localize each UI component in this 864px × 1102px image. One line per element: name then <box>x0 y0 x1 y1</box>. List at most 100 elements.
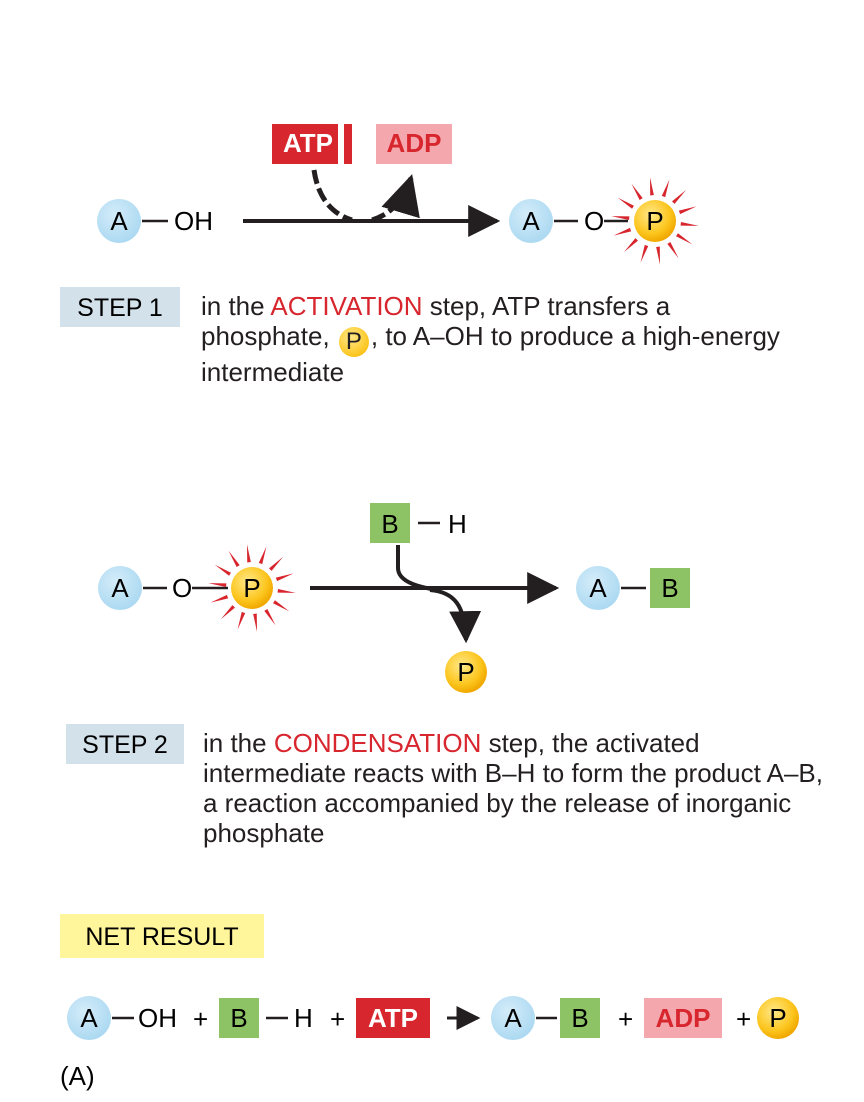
step2-product-a-label: A <box>589 573 607 603</box>
step2-bh-b-label: B <box>381 509 398 539</box>
energy-ray <box>667 241 679 259</box>
step1-atp-curve <box>311 169 353 223</box>
step2-badge-label: STEP 2 <box>82 731 168 759</box>
net-atp-label: ATP <box>368 1003 418 1033</box>
step2-phosphate-circle <box>231 567 273 609</box>
step2-released-phosphate-label: P <box>457 657 474 687</box>
step1-product-a-label: A <box>522 206 540 236</box>
step2-product-a-circle <box>576 566 620 610</box>
net-atp-box <box>356 998 430 1038</box>
step2-bh-b-square <box>370 503 410 543</box>
net-plus3: + <box>618 1004 633 1034</box>
panel-label: (A) <box>60 1061 95 1091</box>
net-b1-label: B <box>230 1003 247 1033</box>
step1-text-after2: , to A–OH to produce a high-energy inter… <box>201 321 780 387</box>
energy-ray <box>214 564 231 576</box>
step1-text-before: in the <box>201 291 271 321</box>
step1-phosphate-circle <box>634 200 676 242</box>
step2-text-before: in the <box>203 728 274 758</box>
net-h-label: H <box>294 1003 313 1033</box>
step2-product-b-square <box>650 568 690 608</box>
net-phosphate-label: P <box>769 1003 786 1033</box>
energy-ray <box>228 550 240 568</box>
energy-ray <box>208 583 227 587</box>
step1-adp-curve <box>371 174 420 223</box>
step1-phosphate-label: P <box>646 206 663 236</box>
energy-ray <box>269 556 284 571</box>
net-b2-label: B <box>571 1003 588 1033</box>
net-plus2: + <box>330 1004 345 1034</box>
step2-text-after: step, the activated intermediate reacts … <box>203 728 823 848</box>
net-phosphate-circle <box>757 997 799 1039</box>
energy-ray <box>623 238 638 253</box>
net-adp-label: ADP <box>656 1003 711 1033</box>
step1-text-after1: step, ATP transfers a phosphate, <box>201 291 671 351</box>
step1-product-o-label: O <box>584 206 604 236</box>
step2-reaction: B H A O P A B P <box>98 503 690 693</box>
energy-ray <box>631 183 643 201</box>
net-oh-label: OH <box>138 1003 177 1033</box>
energy-ray <box>656 246 661 265</box>
net-plus1: + <box>193 1004 208 1034</box>
energy-ray <box>246 544 251 563</box>
energy-ray <box>253 613 258 632</box>
step1-adp-label: ADP <box>387 128 442 158</box>
net-b1-square <box>219 998 259 1038</box>
energy-ray <box>258 546 267 565</box>
energy-ray <box>640 244 649 263</box>
energy-ray <box>661 179 670 198</box>
step2-badge <box>66 724 184 764</box>
step2-product-b-label: B <box>661 573 678 603</box>
energy-ray <box>264 608 276 626</box>
step1-a-label: A <box>110 206 128 236</box>
net-adp-box <box>644 998 722 1038</box>
step1-atp-box: ATP <box>272 124 352 164</box>
step2-a-circle <box>98 566 142 610</box>
energy-ray <box>220 605 235 620</box>
step1-a-circle <box>97 199 141 243</box>
inline-phosphate-icon: P <box>338 327 369 357</box>
step2-released-phosphate-circle <box>445 651 487 693</box>
step1-description: in the ACTIVATION step, ATP transfers a … <box>201 291 801 387</box>
step1-oh-label: OH <box>174 206 213 236</box>
step2-a-label: A <box>111 573 129 603</box>
energy-ray <box>275 573 294 582</box>
net-result-badge <box>60 914 264 958</box>
step2-phosphate-label: P <box>243 573 260 603</box>
step1-adp-box: ADP <box>376 124 452 164</box>
step2-phosphate-release-curve <box>429 588 482 644</box>
step1-product-a-circle <box>509 199 553 243</box>
energy-ray <box>649 177 654 196</box>
step2-bh-curve <box>396 545 441 592</box>
net-plus4: + <box>736 1004 751 1034</box>
energy-ray <box>680 222 699 226</box>
net-a2-circle <box>491 996 535 1040</box>
net-result-badge-label: NET RESULT <box>85 923 238 951</box>
energy-ray <box>237 611 246 630</box>
energy-ray <box>277 589 296 593</box>
step1-text-highlight: ACTIVATION <box>270 291 423 321</box>
step1-atp-label: ATP <box>283 128 333 158</box>
energy-ray <box>210 594 229 603</box>
step2-bh-h-label: H <box>448 509 467 539</box>
step1-reaction: ATP ADP A OH A O P <box>97 124 699 265</box>
energy-ray <box>672 189 687 204</box>
energy-ray <box>273 600 290 612</box>
step1-badge <box>60 287 180 327</box>
step1-energy-burst <box>611 177 699 265</box>
step1-badge-label: STEP 1 <box>77 294 163 322</box>
step2-o-label: O <box>172 573 192 603</box>
energy-ray <box>676 233 693 245</box>
energy-ray <box>613 227 632 236</box>
net-equation: A OH + B H + ATP A B + ADP + P <box>67 996 799 1040</box>
net-b2-square <box>560 998 600 1038</box>
net-a1-label: A <box>80 1003 98 1033</box>
step2-description: in the CONDENSATION step, the activated … <box>203 728 823 848</box>
energy-ray <box>611 216 630 220</box>
net-a1-circle <box>67 996 111 1040</box>
energy-ray <box>678 206 697 215</box>
net-a2-label: A <box>504 1003 522 1033</box>
step2-text-highlight: CONDENSATION <box>273 728 482 758</box>
step2-energy-burst <box>208 544 296 632</box>
